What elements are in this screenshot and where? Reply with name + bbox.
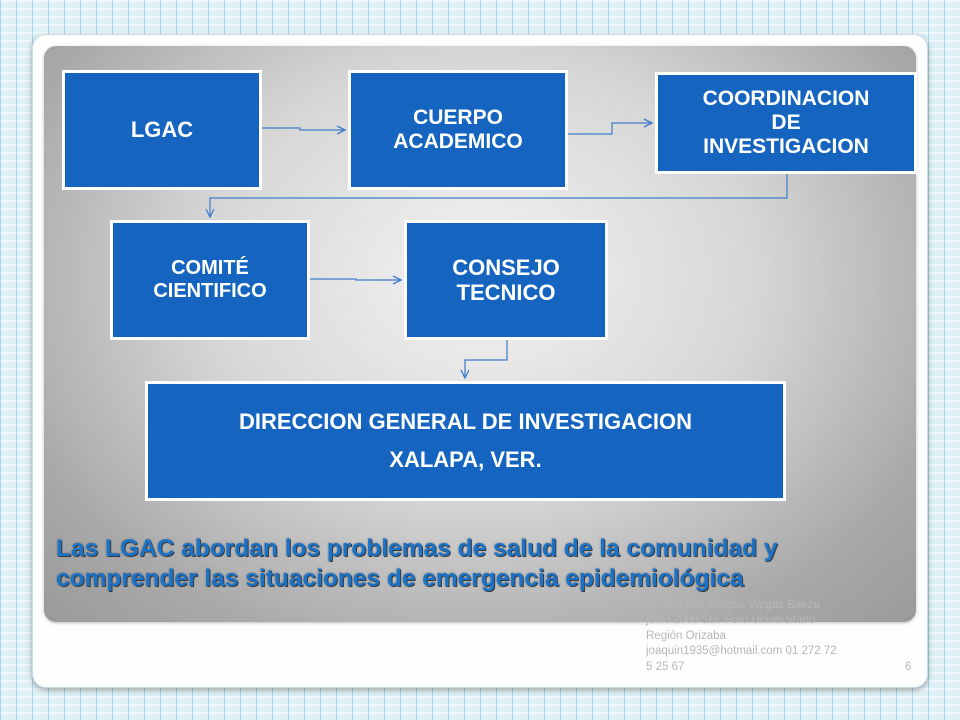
node-direccion-label-line1: DIRECCION GENERAL DE INVESTIGACION xyxy=(238,408,693,434)
tagline-line1: Las LGAC abordan los problemas de salud … xyxy=(56,535,778,562)
node-cuerpo-label-line1: CUERPO xyxy=(413,105,503,129)
footer-region: Región Orizaba xyxy=(646,629,726,642)
node-consejo-tecnico: CONSEJO TECNICO xyxy=(404,220,608,340)
connector-coordinacion-to-comite xyxy=(210,174,788,217)
node-consejo-label-line1: CONSEJO xyxy=(452,254,560,280)
node-direccion-label-line2: XALAPA, VER. xyxy=(389,447,542,472)
connector-consejo-to-direccion xyxy=(465,340,508,378)
node-coordinacion-label-line2: DE xyxy=(771,110,801,134)
tagline-line2: comprender las situaciones de emergencia… xyxy=(56,564,744,592)
footer-phone-cont: 5 25 67 xyxy=(646,660,685,673)
node-coordinacion-label-line1: COORDINACION xyxy=(702,86,870,110)
connector-lgac-to-cuerpo xyxy=(262,128,345,130)
connector-comite-to-consejo xyxy=(310,279,401,280)
node-consejo-label-line2: TECNICO xyxy=(456,280,556,305)
node-coordinacion: COORDINACION DE INVESTIGACION xyxy=(655,72,917,174)
page-number: 6 xyxy=(905,661,912,673)
node-lgac-label: LGAC xyxy=(130,117,194,143)
footer-event: junio 2009 1er. Foro Universitario xyxy=(646,614,816,627)
footer-author: Dr. Joaquin Alfonso Vargas Baeza xyxy=(646,599,820,611)
node-comite-cientifico: COMITÉ CIENTIFICO xyxy=(110,220,310,340)
node-comite-label-line2: CIENTIFICO xyxy=(153,280,267,302)
node-coordinacion-label-line3: INVESTIGACION xyxy=(703,135,869,159)
node-cuerpo-label-line2: ACADEMICO xyxy=(393,130,523,153)
connector-cuerpo-to-coordinacion xyxy=(568,123,652,135)
node-cuerpo-academico: CUERPO ACADEMICO xyxy=(348,70,568,190)
node-direccion-general: DIRECCION GENERAL DE INVESTIGACION XALAP… xyxy=(145,381,786,501)
node-comite-label-line1: COMITÉ xyxy=(171,257,249,279)
footer-contact: joaquin1935@hotmail.com 01 272 72 xyxy=(646,645,837,658)
slide-footer: Dr. Joaquin Alfonso Vargas Baeza junio 2… xyxy=(646,598,878,675)
node-lgac: LGAC xyxy=(62,70,262,190)
slide-tagline: Las LGAC abordan los problemas de salud … xyxy=(56,534,906,594)
